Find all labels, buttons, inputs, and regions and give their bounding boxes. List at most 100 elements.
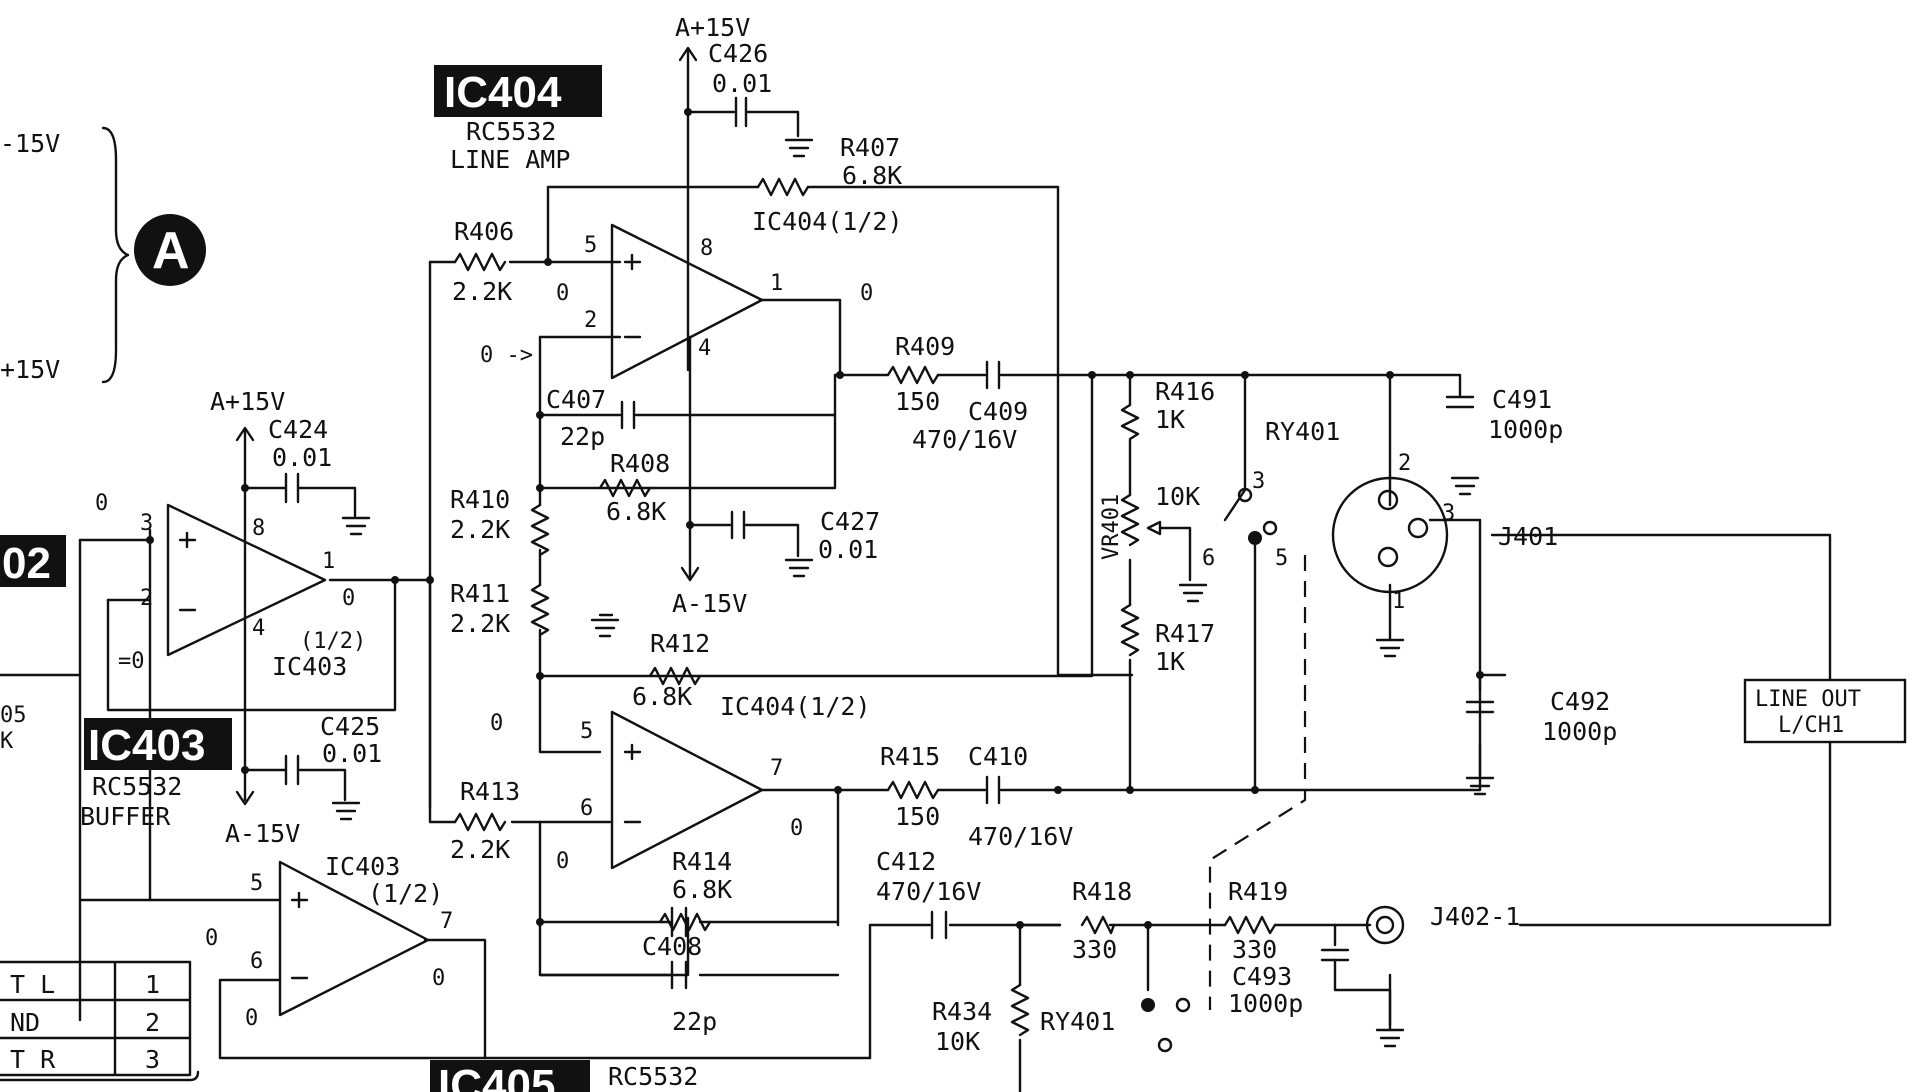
svg-text:R411: R411 [450,579,510,608]
svg-text:-15V: -15V [0,129,60,158]
svg-text:7: 7 [770,756,783,781]
svg-text:C492: C492 [1550,687,1610,716]
svg-text:(1/2): (1/2) [300,629,366,654]
svg-text:2.2K: 2.2K [450,515,510,544]
svg-text:2.2K: 2.2K [450,609,510,638]
svg-text:C409: C409 [968,397,1028,426]
resistor-r411 [530,583,550,637]
svg-text:2.2K: 2.2K [452,277,512,306]
svg-text:470/16V: 470/16V [876,877,981,906]
svg-text:RC5532: RC5532 [466,117,556,146]
svg-text:6.8K: 6.8K [672,875,732,904]
ic403-badge: IC403 [84,718,232,770]
table-row: 3 [145,1045,160,1074]
svg-text:C425: C425 [320,712,380,741]
pin-table: T L 1 ND 2 T R 3 [0,960,200,1082]
component-labels: A+15V C426 0.01 RC5532 LINE AMP R407 6.8… [0,13,1617,1091]
resistor-r416 [1120,403,1140,441]
svg-text:3: 3 [1442,501,1455,526]
svg-text:0.01: 0.01 [818,535,878,564]
svg-text:C410: C410 [968,742,1028,771]
svg-text:8: 8 [252,516,265,541]
svg-text:0: 0 [245,1006,258,1031]
table-row: ND [10,1008,40,1037]
svg-text:8: 8 [700,236,713,261]
svg-text:IC404(1/2): IC404(1/2) [720,692,871,721]
svg-text:0: 0 [490,711,503,736]
svg-text:(1/2): (1/2) [368,879,443,908]
svg-text:6: 6 [1202,546,1215,571]
svg-text:0.01: 0.01 [322,739,382,768]
svg-text:C426: C426 [708,39,768,68]
svg-text:1: 1 [322,549,335,574]
resistor-r417 [1120,603,1140,657]
resistor-r415 [886,780,940,800]
svg-text:+15V: +15V [0,355,60,384]
op-amp-ic404-lower [610,710,764,870]
svg-text:IC404: IC404 [444,68,562,117]
svg-text:6: 6 [580,796,593,821]
table-row: T R [10,1045,56,1074]
resistor-r419 [1223,915,1277,935]
table-row: 2 [145,1008,160,1037]
svg-text:6.8K: 6.8K [606,497,666,526]
svg-text:R434: R434 [932,997,992,1026]
ic405-badge: IC405 [430,1060,590,1092]
svg-text:IC403: IC403 [325,852,400,881]
svg-text:0: 0 [432,966,445,991]
svg-text:1: 1 [1392,589,1405,614]
svg-text:1K: 1K [1155,647,1185,676]
svg-text:6.8K: 6.8K [632,682,692,711]
svg-text:RC5532: RC5532 [92,772,182,801]
svg-text:0: 0 [556,849,569,874]
svg-text:2.2K: 2.2K [450,835,510,864]
svg-text:05: 05 [0,703,27,728]
resistor-r410 [530,503,550,557]
svg-text:1000p: 1000p [1488,415,1563,444]
svg-text:L/CH1: L/CH1 [1778,713,1844,738]
resistor-r418 [1080,915,1116,935]
svg-text:IC403: IC403 [88,721,205,770]
svg-text:2: 2 [584,308,597,333]
svg-text:A-15V: A-15V [672,589,747,618]
svg-text:1K: 1K [1155,405,1185,434]
xlr-connector-j401 [1331,476,1449,594]
svg-text:RY401: RY401 [1040,1007,1115,1036]
svg-text:470/16V: 470/16V [968,822,1073,851]
svg-text:R409: R409 [895,332,955,361]
svg-text:0.01: 0.01 [712,69,772,98]
svg-text:C424: C424 [268,415,328,444]
svg-text:5: 5 [580,719,593,744]
svg-text:02: 02 [2,539,51,588]
brace [101,126,130,384]
wiring [0,48,1832,1092]
ic404-badge: IC404 [434,65,602,117]
svg-text:150: 150 [895,802,940,831]
svg-text:0: 0 [95,491,108,516]
svg-text:5: 5 [1275,546,1288,571]
svg-text:A-15V: A-15V [225,819,300,848]
relay-ry401 [1141,487,1278,1053]
svg-text:0: 0 [790,816,803,841]
svg-text:6: 6 [250,949,263,974]
svg-text:5: 5 [584,233,597,258]
svg-text:6.8K: 6.8K [842,161,902,190]
svg-text:22p: 22p [560,422,605,451]
svg-text:RC5532: RC5532 [608,1062,698,1091]
resistor-r406 [453,252,507,272]
svg-text:4: 4 [252,616,265,641]
svg-text:R418: R418 [1072,877,1132,906]
svg-text:C493: C493 [1232,962,1292,991]
svg-text:C427: C427 [820,507,880,536]
svg-text:R419: R419 [1228,877,1288,906]
svg-text:C412: C412 [876,847,936,876]
resistor-r434 [1010,983,1030,1037]
svg-text:A+15V: A+15V [675,13,750,42]
svg-text:0: 0 [860,281,873,306]
svg-text:BUFFER: BUFFER [80,802,171,831]
svg-text:R408: R408 [610,449,670,478]
op-amp-ic403-upper [166,503,327,657]
svg-text:5: 5 [250,871,263,896]
svg-text:C408: C408 [642,932,702,961]
